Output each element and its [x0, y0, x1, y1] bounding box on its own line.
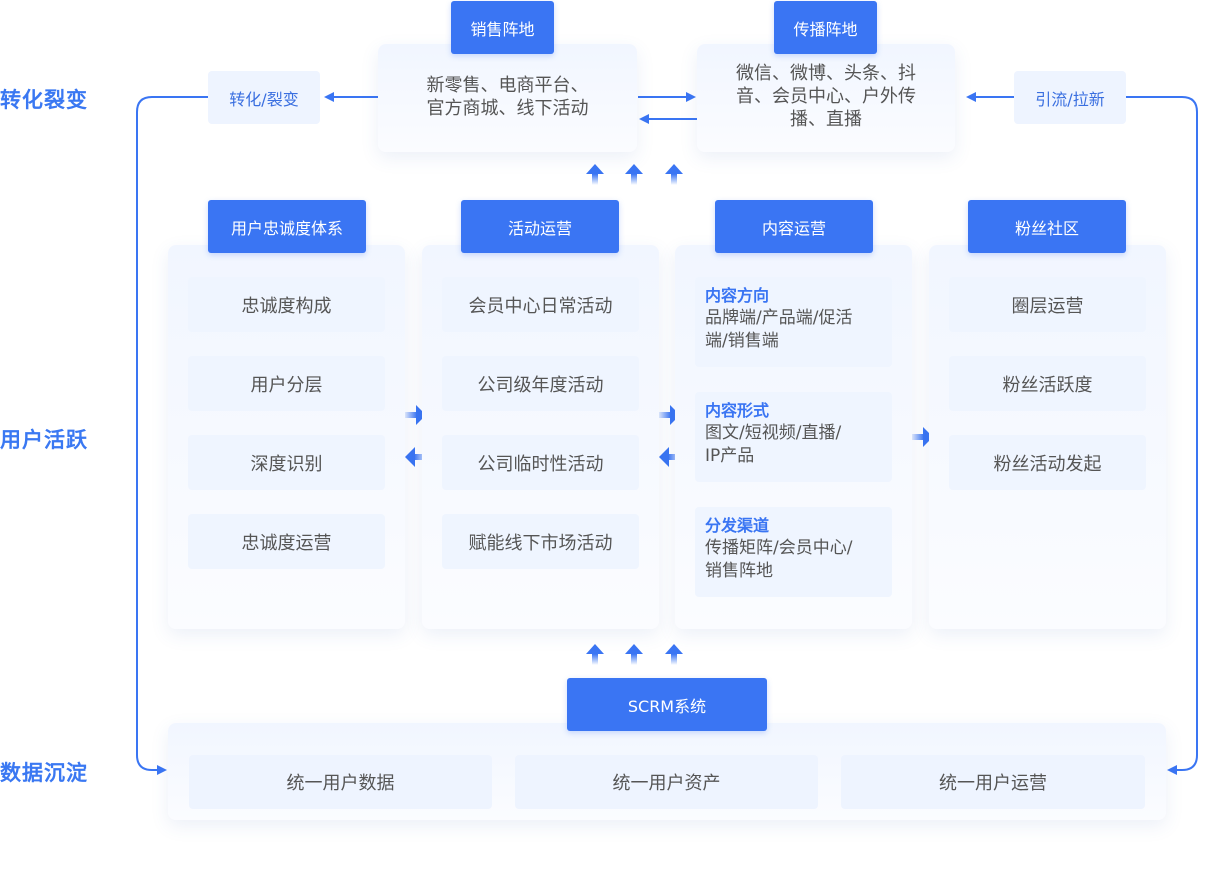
content-item-line: 端/销售端	[705, 331, 779, 351]
content-item: 分发渠道 传播矩阵/会员中心/ 销售阵地	[695, 507, 892, 597]
media-line: 播、直播	[790, 109, 862, 130]
fans-item: 圈层运营	[949, 277, 1146, 332]
left-loop-arrowhead	[157, 765, 167, 775]
fans-item: 粉丝活跃度	[949, 356, 1146, 411]
content-item-heading: 分发渠道	[705, 516, 770, 535]
tag-activity: 活动运营	[461, 200, 619, 253]
content-item: 内容形式 图文/短视频/直播/ IP产品	[695, 392, 892, 482]
sales-line: 新零售、电商平台、	[426, 75, 589, 96]
activity-item: 赋能线下市场活动	[442, 514, 639, 569]
scrm-item: 统一用户资产	[515, 755, 818, 809]
tag-scrm: SCRM系统	[567, 678, 767, 731]
row-label-conversion: 转化裂变	[0, 88, 88, 112]
loyalty-item: 忠诚度构成	[188, 277, 385, 332]
card-activity: 会员中心日常活动 公司级年度活动 公司临时性活动 赋能线下市场活动	[422, 245, 659, 629]
content-item-heading: 内容形式	[705, 401, 770, 420]
card-scrm: 统一用户数据 统一用户资产 统一用户运营	[168, 723, 1166, 820]
tag-media: 传播阵地	[774, 1, 877, 54]
content-item-line: 传播矩阵/会员中心/	[705, 538, 853, 558]
pill-traffic: 引流/拉新	[1014, 71, 1126, 124]
card-fans: 圈层运营 粉丝活跃度 粉丝活动发起	[929, 245, 1166, 629]
media-line: 微信、微博、头条、抖	[736, 63, 916, 84]
sales-description: 新零售、电商平台、 官方商城、线下活动	[378, 74, 637, 120]
card-media: 微信、微博、头条、抖 音、会员中心、户外传 播、直播	[697, 44, 955, 152]
media-line: 音、会员中心、户外传	[736, 86, 916, 107]
card-loyalty: 忠诚度构成 用户分层 深度识别 忠诚度运营	[168, 245, 405, 629]
tag-content: 内容运营	[715, 200, 873, 253]
tag-loyalty: 用户忠诚度体系	[208, 200, 366, 253]
content-item: 内容方向 品牌端/产品端/促活 端/销售端	[695, 277, 892, 367]
arrow-to-conversion	[324, 92, 334, 102]
right-loop-arrowhead	[1167, 765, 1177, 775]
fans-item: 粉丝活动发起	[949, 435, 1146, 490]
content-item-line: 品牌端/产品端/促活	[705, 308, 853, 328]
arrow-media-to-sales	[639, 114, 649, 124]
tag-sales: 销售阵地	[451, 1, 554, 54]
arrow-to-media	[966, 92, 976, 102]
pill-conversion: 转化/裂变	[208, 71, 320, 124]
up-arrows-top	[586, 164, 683, 185]
loyalty-item: 深度识别	[188, 435, 385, 490]
activity-item: 公司临时性活动	[442, 435, 639, 490]
activity-item: 会员中心日常活动	[442, 277, 639, 332]
content-item-line: IP产品	[705, 446, 755, 466]
tag-fans: 粉丝社区	[968, 200, 1126, 253]
arrow-sales-to-media	[686, 92, 696, 102]
card-sales: 新零售、电商平台、 官方商城、线下活动	[378, 44, 637, 152]
media-description: 微信、微博、头条、抖 音、会员中心、户外传 播、直播	[697, 62, 955, 131]
loyalty-item: 忠诚度运营	[188, 514, 385, 569]
content-item-line: 销售阵地	[705, 561, 773, 581]
card-content: 内容方向 品牌端/产品端/促活 端/销售端 内容形式 图文/短视频/直播/ IP…	[675, 245, 912, 629]
scrm-item: 统一用户数据	[189, 755, 492, 809]
content-item-heading: 内容方向	[705, 286, 770, 305]
content-item-line: 图文/短视频/直播/	[705, 423, 842, 443]
up-arrows-bottom	[586, 644, 683, 665]
sales-line: 官方商城、线下活动	[426, 98, 589, 119]
loyalty-item: 用户分层	[188, 356, 385, 411]
scrm-item: 统一用户运营	[841, 755, 1145, 809]
activity-item: 公司级年度活动	[442, 356, 639, 411]
row-label-data: 数据沉淀	[0, 761, 88, 785]
row-label-activity: 用户活跃	[0, 428, 88, 452]
